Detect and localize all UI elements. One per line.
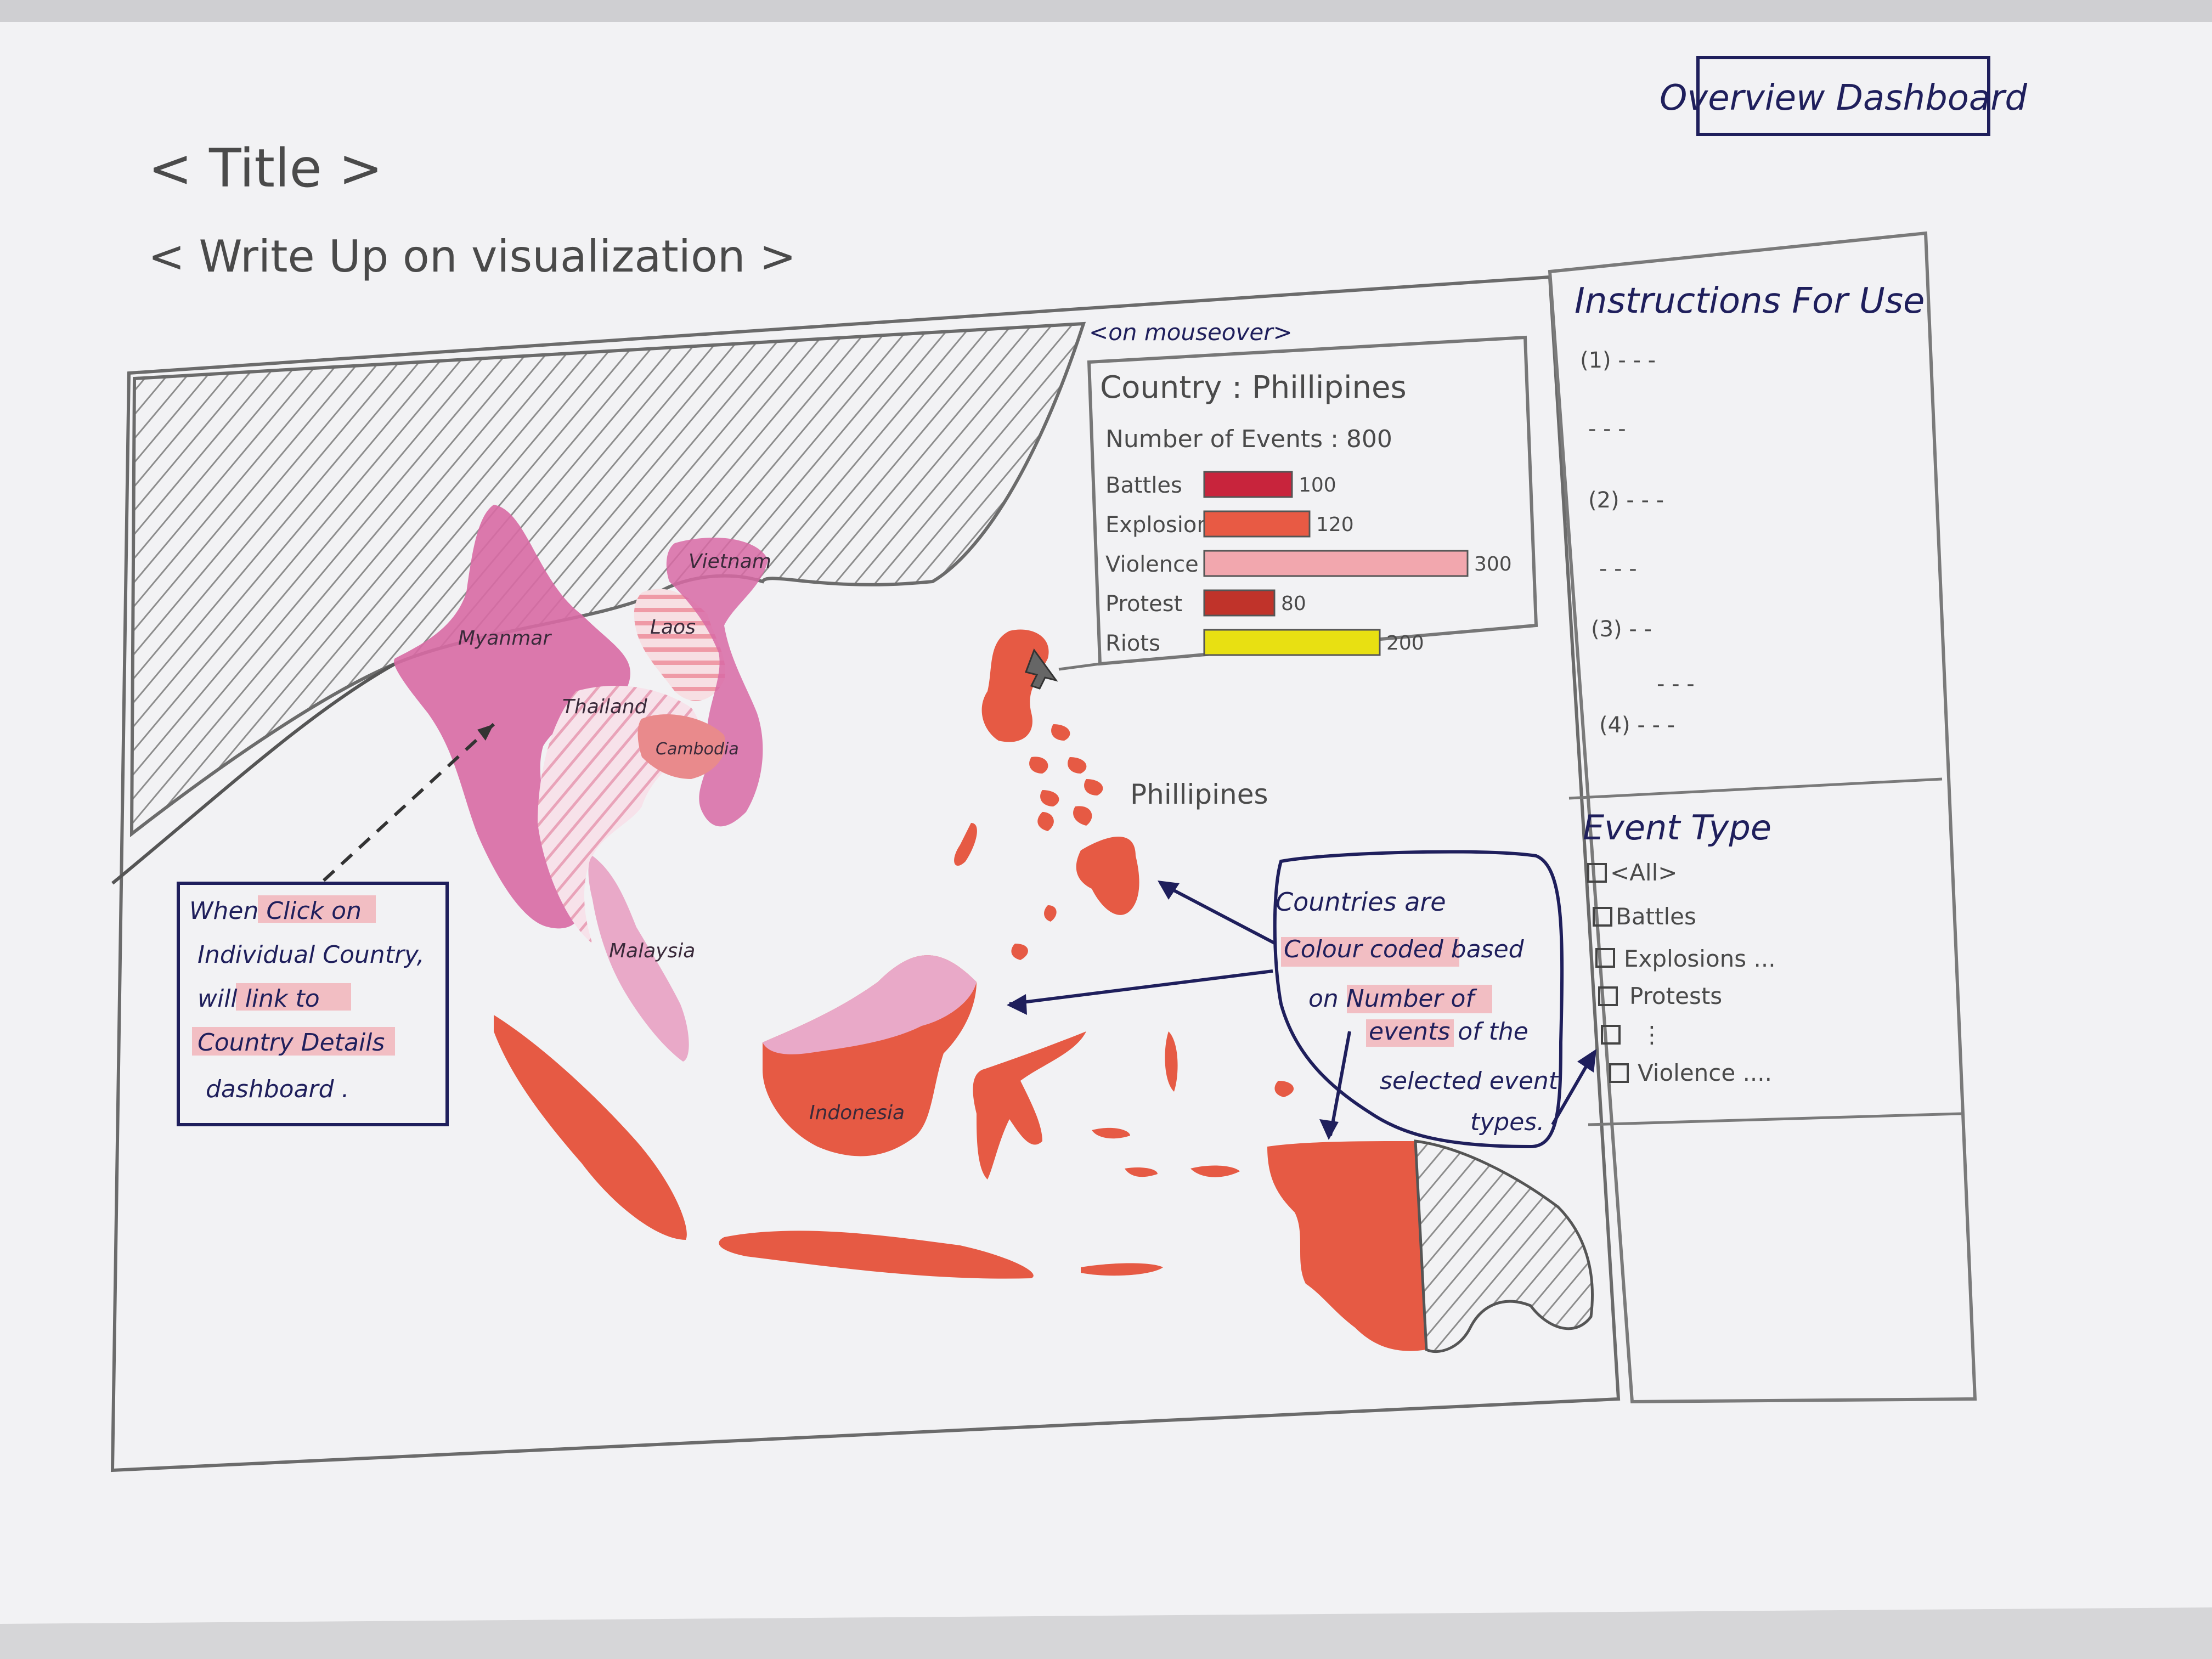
label-indonesia: Indonesia xyxy=(809,1102,905,1124)
instructions-title: Instructions For Use xyxy=(1575,281,1925,321)
click-note-line-5: dashboard . xyxy=(206,1075,349,1103)
tooltip-country: Country : Phillipines xyxy=(1100,370,1407,405)
click-note-line-3: will link to xyxy=(198,985,320,1013)
colour-note-line-2: Colour coded based xyxy=(1284,935,1525,963)
bar-value-label: 200 xyxy=(1386,632,1424,654)
event-option-all[interactable]: <All> xyxy=(1587,859,1677,886)
bar xyxy=(1203,471,1293,498)
sulu-islands xyxy=(1011,905,1057,960)
instruction-step-1: (1) - - - xyxy=(1580,348,1656,373)
mouse-cursor-icon xyxy=(1025,648,1058,690)
cambodia-region xyxy=(637,714,725,779)
label-myanmar: Myanmar xyxy=(458,627,552,650)
checkbox-battles[interactable] xyxy=(1593,907,1612,927)
bar-category-label: Protest xyxy=(1105,591,1182,617)
paper-sheet xyxy=(0,22,2212,1646)
bar xyxy=(1203,629,1381,656)
bar xyxy=(1203,510,1311,538)
map-frame xyxy=(110,275,1621,1472)
bar-category-label: Explosions xyxy=(1105,512,1222,538)
mouseover-label: <on mouseover> xyxy=(1089,319,1293,346)
bar-category-label: Riots xyxy=(1105,631,1160,656)
label-philippines: Phillipines xyxy=(1130,778,1268,810)
click-note-line-4: Country Details xyxy=(198,1029,385,1057)
bar-category-label: Battles xyxy=(1105,473,1182,498)
label-vietnam: Vietnam xyxy=(689,550,771,573)
new-guinea-east-hatched xyxy=(1414,1139,1594,1353)
event-option-explosions[interactable]: Explosions ... xyxy=(1595,945,1776,972)
event-option-violence[interactable]: Violence .... xyxy=(1609,1059,1772,1086)
checkbox-protests[interactable] xyxy=(1598,986,1618,1006)
instruction-step-2b: - - - xyxy=(1599,556,1637,582)
philippines-visayas-islands xyxy=(954,724,1103,866)
lesser-sunda-region xyxy=(1081,1263,1163,1276)
vietnam-region xyxy=(666,538,768,827)
bar xyxy=(1203,550,1469,577)
event-label-battles: Battles xyxy=(1616,903,1696,930)
bar-value-label: 120 xyxy=(1316,514,1354,536)
new-guinea-west-region xyxy=(1267,1141,1426,1351)
instruction-step-4: (4) - - - xyxy=(1599,713,1675,738)
instruction-step-1b: - - - xyxy=(1588,416,1626,442)
sulawesi-region xyxy=(973,1031,1086,1180)
checkbox-all[interactable] xyxy=(1587,863,1607,883)
event-label-all: <All> xyxy=(1610,859,1677,886)
writeup-placeholder: < Write Up on visualization > xyxy=(148,231,796,282)
dashboard-label: Overview Dashboard xyxy=(1660,78,2027,119)
bar-value-label: 300 xyxy=(1474,553,1512,575)
event-option-protests[interactable]: Protests xyxy=(1598,983,1722,1009)
myanmar-region xyxy=(394,505,630,929)
label-thailand: Thailand xyxy=(562,696,648,718)
tooltip-events: Number of Events : 800 xyxy=(1105,425,1392,453)
checkbox-more[interactable] xyxy=(1601,1025,1621,1045)
event-option-battles[interactable]: Battles xyxy=(1593,903,1696,930)
colour-note-line-6: types. xyxy=(1470,1108,1544,1136)
bar-value-label: 80 xyxy=(1281,592,1306,615)
tooltip-box: Country : Phillipines Number of Events :… xyxy=(1058,335,1538,671)
event-label-explosions: Explosions ... xyxy=(1624,945,1776,972)
colour-note: Countries are Colour coded based on Numb… xyxy=(1007,850,1596,1149)
event-type-title: Event Type xyxy=(1583,808,1771,848)
instructions-steps: (1) - - - - - - (2) - - - - - - (3) - - … xyxy=(1580,348,1695,738)
event-label-protests: Protests xyxy=(1629,983,1722,1009)
instruction-step-3: (3) - - xyxy=(1591,617,1652,642)
paper-shadow xyxy=(0,1607,2212,1659)
click-note-line-1: When Click on xyxy=(189,897,362,925)
event-type-filter: <All> Battles Explosions ... Protests ⋮ … xyxy=(1587,859,1776,1086)
event-label-violence: Violence .... xyxy=(1638,1059,1772,1086)
instruction-step-3b: - - - xyxy=(1657,672,1695,697)
colour-note-line-3: on Number of xyxy=(1308,985,1477,1013)
click-note: When Click on Individual Country, will l… xyxy=(177,723,495,1126)
click-note-line-2: Individual Country, xyxy=(198,941,425,969)
mindanao-region xyxy=(1076,837,1139,915)
event-label-more: ⋮ xyxy=(1640,1021,1663,1048)
label-laos: Laos xyxy=(650,616,696,639)
label-cambodia: Cambodia xyxy=(656,740,739,759)
colour-note-line-4: events of the xyxy=(1369,1018,1528,1046)
dashboard-label-box: Overview Dashboard xyxy=(1660,56,2027,136)
label-malaysia: Malaysia xyxy=(609,940,695,962)
bar xyxy=(1203,589,1276,617)
checkbox-violence[interactable] xyxy=(1609,1063,1629,1083)
borneo-malaysia-region xyxy=(763,955,977,1054)
coastline-sketch xyxy=(111,662,396,885)
bar-value-label: 100 xyxy=(1299,474,1336,496)
bar-category-label: Violence xyxy=(1105,552,1199,577)
title-placeholder: < Title > xyxy=(148,138,383,199)
event-option-more[interactable]: ⋮ xyxy=(1601,1021,1663,1048)
sumatra-region xyxy=(494,1015,687,1240)
checkbox-explosions[interactable] xyxy=(1595,948,1615,968)
colour-note-line-1: Countries are xyxy=(1276,887,1446,917)
instruction-step-2: (2) - - - xyxy=(1588,488,1664,513)
malaysia-peninsula-region xyxy=(588,856,689,1062)
colour-note-line-5: selected event xyxy=(1380,1067,1559,1095)
java-region xyxy=(719,1231,1034,1279)
